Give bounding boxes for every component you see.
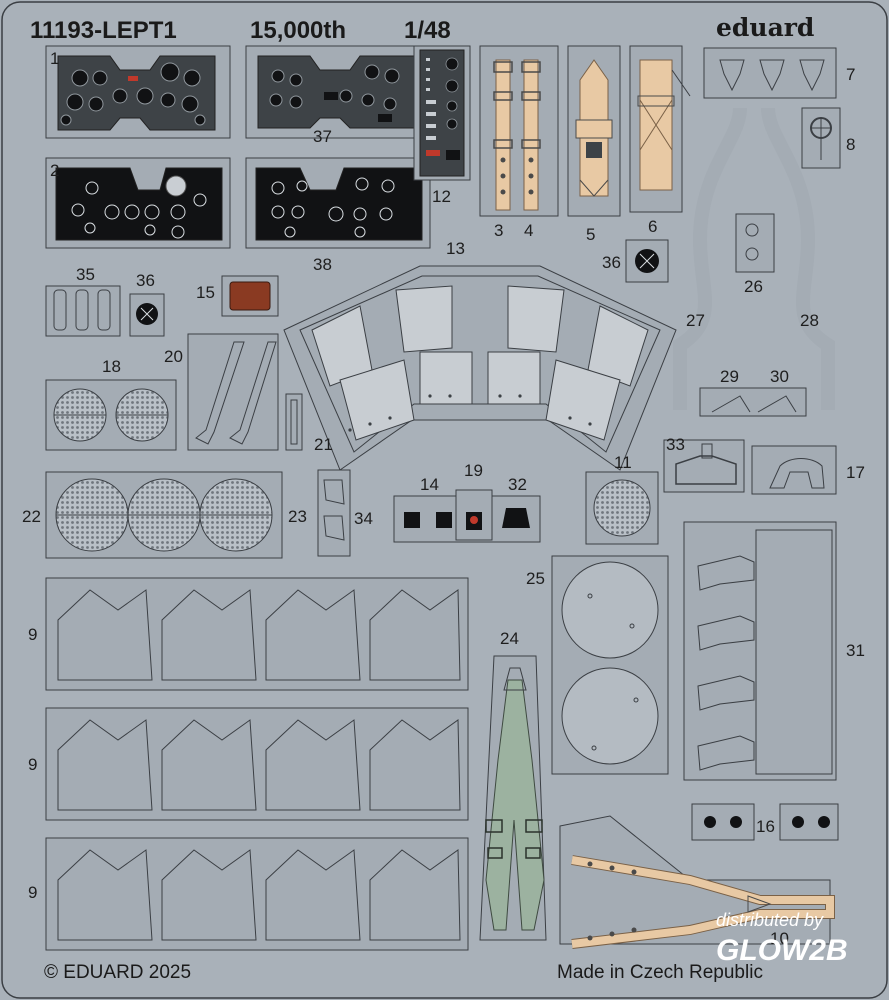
label-26: 26 [744,277,763,296]
part-24-harness [479,655,547,941]
part-27-28-tubes [673,107,835,410]
part-9-row-2 [45,707,469,821]
part-21-rod [285,393,303,451]
label-3: 3 [494,221,503,240]
label-32: 32 [508,475,527,494]
label-27: 27 [686,311,705,330]
watermark-logo: GLOW2B [716,934,848,967]
label-36-right: 36 [602,253,621,272]
part-36-dial-right [625,239,669,283]
part-31-frame [683,521,837,781]
part-15-cushion [221,275,279,317]
part-26-bracket [735,213,775,273]
part-25-disks [551,555,669,775]
origin-text: Made in Czech Republic [557,962,763,983]
label-20: 20 [164,347,183,366]
part-38-instrument-face [245,157,431,249]
label-10: 10 [770,929,789,948]
part-11-mesh-disk [585,471,659,545]
label-5: 5 [586,225,595,244]
label-1: 1 [50,49,59,68]
watermark-line1: distributed by [716,910,824,930]
kit-code: 11193-LEPT1 [30,17,177,44]
part-9-row-1 [45,577,469,691]
label-38: 38 [313,255,332,274]
label-17: 17 [846,463,865,482]
copyright-text: © EDUARD 2025 [44,962,191,983]
edition-label: 15,000th [250,17,346,44]
label-11: 11 [614,453,632,472]
part-13-seat-back [283,265,677,471]
label-8: 8 [846,135,855,154]
label-24: 24 [500,629,519,648]
part-9-row-3 [45,837,469,951]
label-18: 18 [102,357,121,376]
label-29: 29 [720,367,739,386]
label-9-row-2: 9 [28,755,37,774]
label-36-left: 36 [136,271,155,290]
label-2: 2 [50,161,59,180]
label-34: 34 [354,509,373,528]
label-12: 12 [432,187,451,206]
label-28: 28 [800,311,819,330]
part-29-30-brackets [699,387,807,417]
part-1-instrument-panel [45,45,231,139]
label-22: 22 [22,507,41,526]
label-14: 14 [420,475,439,494]
label-6: 6 [648,217,657,236]
label-16: 16 [756,817,775,836]
scale-label: 1/48 [404,17,451,44]
part-18-mesh-disks [45,379,177,451]
part-8-wheel [801,107,841,169]
label-9-row-1: 9 [28,625,37,644]
part-7-brackets [703,47,837,99]
label-7: 7 [846,65,855,84]
label-13: 13 [446,239,465,258]
part-33-buckle [663,439,745,493]
label-4: 4 [524,221,533,240]
part-6-harness [629,45,691,213]
part-number-labels: 1 37 2 38 12 3 4 5 6 7 8 36 26 27 28 29 … [22,49,865,948]
part-36-dial-left [129,293,165,337]
label-19: 19 [464,461,483,480]
part-20-pedals [187,333,279,451]
label-15: 15 [196,283,215,302]
part-16-knobs [691,803,839,841]
label-30: 30 [770,367,789,386]
label-9-row-3: 9 [28,883,37,902]
part-12-console [413,45,471,181]
part-5-harness [567,45,621,217]
label-31: 31 [846,641,865,660]
eduard-logo: eduard [716,13,814,42]
label-33: 33 [666,435,685,454]
part-37-instrument-panel [245,45,431,139]
part-2-instrument-face [45,157,231,249]
label-25: 25 [526,569,545,588]
part-14-19-32-gauges [393,489,541,543]
part-22-23-mesh-disks [45,471,283,559]
part-34-latches [317,469,351,557]
part-3-4-harness-straps [479,45,559,217]
label-21: 21 [314,435,333,454]
label-35: 35 [76,265,95,284]
part-17-hook [751,445,837,495]
label-23: 23 [288,507,307,526]
label-37: 37 [313,127,332,146]
part-10-lap-belt [559,815,835,949]
part-35-clips [45,285,121,337]
